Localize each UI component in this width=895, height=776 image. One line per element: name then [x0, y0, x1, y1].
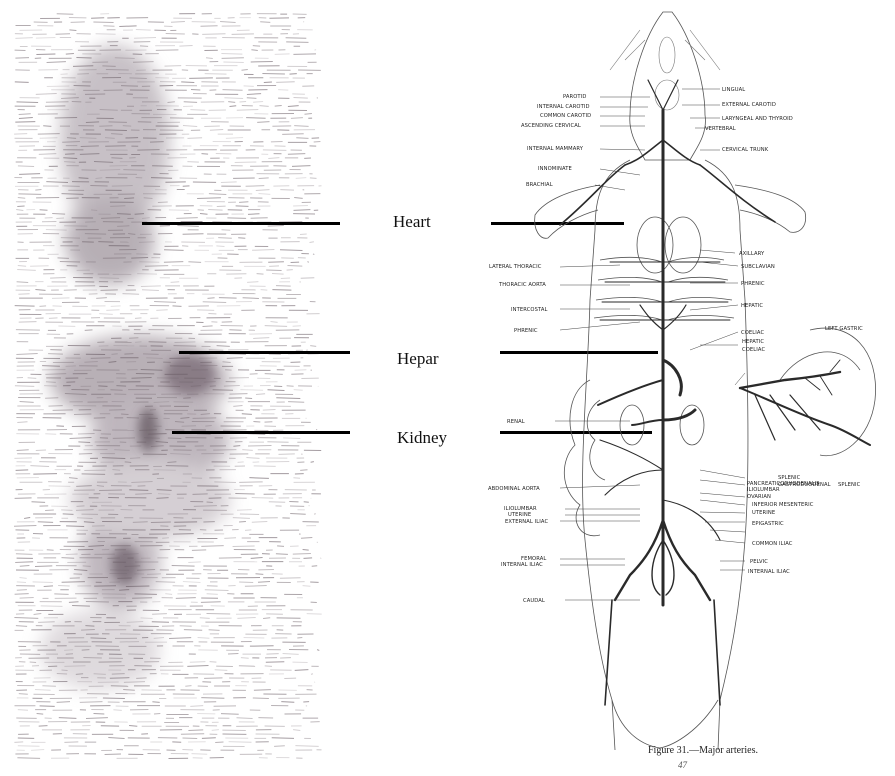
artery-label: ASCENDING CERVICAL: [521, 123, 581, 129]
artery-label: ABDOMINAL AORTA: [488, 486, 540, 492]
artery-label: VERTEBRAL: [705, 126, 736, 132]
artery-label: THORACIC AORTA: [498, 282, 546, 288]
artery-label: LATERAL THORACIC: [489, 264, 542, 270]
artery-label: UTERINE: [752, 510, 775, 516]
artery-label: INTERNAL ILIAC: [501, 562, 543, 568]
artery-label: INTERCOSTAL: [511, 307, 548, 313]
artery-label: LINGUAL: [722, 87, 745, 93]
artery-label: HEPATIC: [741, 303, 763, 309]
artery-label: ILIOLUMBAR: [747, 487, 780, 493]
artery-label: HEPATIC: [742, 339, 764, 345]
figure-caption: Figure 31.—Major arteries.: [648, 745, 758, 756]
artery-label: COMMON ILIAC: [752, 541, 793, 547]
artery-label: UTERINE: [508, 512, 531, 518]
artery-label: EPIGASTRIC: [752, 521, 784, 527]
heart-label: Heart: [393, 212, 431, 232]
artery-label: COELIAC: [741, 330, 764, 336]
artery-label: INTERNAL CAROTID: [537, 104, 590, 110]
heart-pointer-left: [142, 222, 340, 225]
artery-label: LARYNGEAL AND THYROID: [722, 116, 793, 122]
hepar-pointer-left: [179, 351, 350, 354]
artery-label: SUBCLAVIAN: [741, 264, 775, 270]
artery-label: OVARIAN: [747, 494, 771, 500]
artery-label: BRACHIAL: [526, 182, 553, 188]
artery-label: INNOMINATE: [538, 166, 572, 172]
artery-label: AXILLARY: [739, 251, 765, 257]
artery-label: INFERIOR MESENTERIC: [752, 502, 814, 508]
kidney-label: Kidney: [397, 428, 447, 448]
artery-label: INTERNAL ILIAC: [748, 569, 790, 575]
artery-label: COMMON CAROTID: [540, 113, 591, 119]
artery-label: LEFT GASTRIC: [825, 326, 863, 332]
artery-label: PAROTID: [563, 94, 586, 100]
artery-label: EXTERNAL ILIAC: [505, 519, 548, 525]
artery-label: EXTERNAL CAROTID: [722, 102, 776, 108]
artery-label: CERVICAL TRUNK: [722, 147, 769, 153]
artery-labels-right: LINGUAL EXTERNAL CAROTID LARYNGEAL AND THY…: [705, 87, 863, 575]
artery-label: PHRENIC: [741, 281, 765, 287]
kidney-pointer-left: [172, 431, 350, 434]
artery-label: RENAL: [507, 419, 525, 425]
artery-label: INTERNAL MAMMARY: [527, 146, 584, 152]
artery-label: PHRENIC: [514, 328, 538, 334]
page-number: 47: [678, 760, 687, 770]
autoradiograph-scan: [0, 0, 330, 776]
artery-label: SPLENIC: [838, 482, 861, 488]
artery-label: COELIAC: [742, 347, 765, 353]
artery-label: CAUDAL: [523, 598, 545, 604]
artery-labels-left: PAROTID INTERNAL CAROTID COMMON CAROTID ASC…: [488, 94, 591, 604]
artery-label: PELVIC: [750, 559, 768, 565]
hepar-label: Hepar: [397, 349, 439, 369]
arteries-figure: PAROTID INTERNAL CAROTID COMMON CAROTID ASC…: [470, 0, 895, 776]
